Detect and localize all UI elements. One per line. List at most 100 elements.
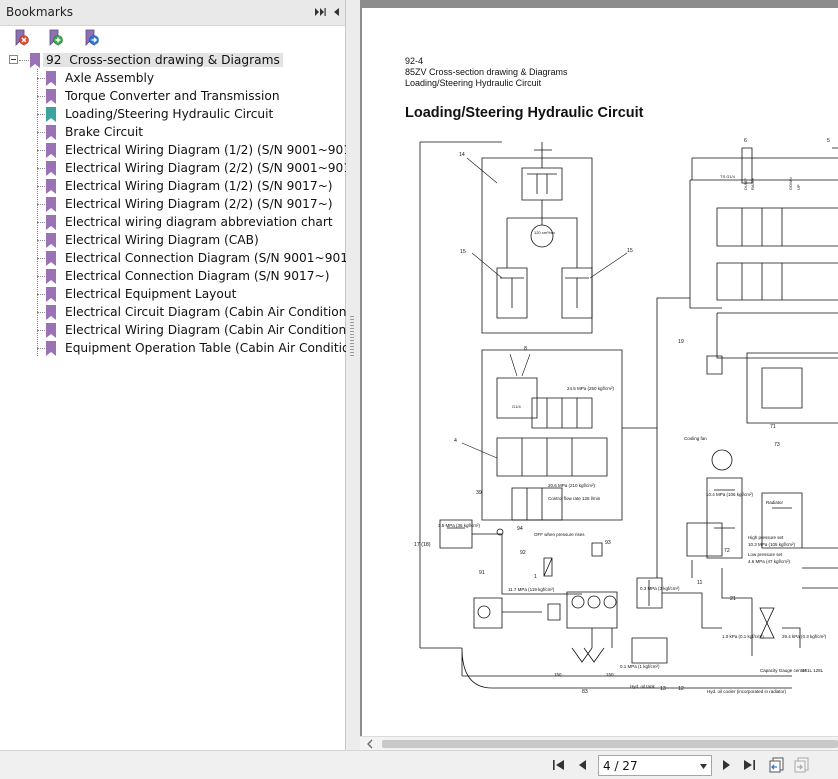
bookmark-icon bbox=[46, 305, 56, 320]
splitter-grip[interactable] bbox=[350, 316, 354, 356]
diagram-label-15b: 15 bbox=[627, 248, 633, 254]
panel-splitter[interactable] bbox=[346, 0, 360, 750]
bookmark-item[interactable]: Brake Circuit bbox=[0, 124, 346, 142]
bookmark-icon bbox=[30, 53, 40, 68]
diagram-label-8: 8 bbox=[524, 346, 527, 352]
expand-panel-icon[interactable] bbox=[314, 6, 326, 18]
document-viewport[interactable]: 92-4 85ZV Cross-section drawing & Diagra… bbox=[360, 0, 838, 736]
bookmark-item-label: Loading/Steering Hydraulic Circuit bbox=[65, 107, 274, 121]
bookmark-item[interactable]: Electrical Connection Diagram (S/N 9017~… bbox=[0, 268, 346, 286]
bookmark-item-label: Electrical wiring diagram abbreviation c… bbox=[65, 215, 333, 229]
page-number-text: 92-4 bbox=[405, 56, 424, 66]
diagram-label-21: 21 bbox=[730, 596, 736, 602]
bookmark-icon bbox=[46, 71, 56, 86]
bookmark-item-label: Electrical Equipment Layout bbox=[65, 287, 237, 301]
bookmark-item[interactable]: Electrical Wiring Diagram (1/2) (S/N 900… bbox=[0, 142, 364, 160]
diagram-label-15a: 15 bbox=[460, 249, 466, 255]
delete-bookmark-icon[interactable] bbox=[12, 29, 30, 47]
bookmark-icon bbox=[46, 287, 56, 302]
bookmark-item[interactable]: Torque Converter and Transmission bbox=[0, 88, 346, 106]
page-number-field[interactable]: 4 / 27 bbox=[603, 759, 638, 773]
next-page-icon[interactable] bbox=[719, 758, 733, 772]
dimension-150b: 150 bbox=[606, 672, 614, 677]
horizontal-scrollbar[interactable] bbox=[360, 736, 838, 750]
bookmark-item[interactable]: Axle Assembly bbox=[0, 70, 346, 88]
bookmark-item[interactable]: Electrical Wiring Diagram (CAB) bbox=[0, 232, 346, 250]
pressure-1-0-kpa: 1.0 kPa (0.1 kgf/cm²) bbox=[722, 634, 764, 639]
bookmark-root-label: Cross-section drawing & Diagrams bbox=[69, 53, 280, 67]
off-pressure-label: OFF when pressure rises bbox=[534, 532, 585, 537]
goto-bookmark-icon[interactable] bbox=[82, 29, 100, 47]
document-page: 92-4 85ZV Cross-section drawing & Diagra… bbox=[362, 8, 838, 736]
diagram-label-91: 91 bbox=[479, 570, 485, 576]
bookmark-item-label: Electrical Wiring Diagram (Cabin Air Con… bbox=[65, 323, 364, 337]
previous-page-icon[interactable] bbox=[576, 758, 590, 772]
bookmark-item[interactable]: Loading/Steering Hydraulic Circuit bbox=[0, 106, 346, 124]
bookmark-item-label: Brake Circuit bbox=[65, 125, 144, 139]
low-pressure-label: Low pressure set bbox=[748, 552, 783, 557]
pump-capacity-label: 120 cm³/rev bbox=[534, 230, 555, 235]
chevron-down-icon[interactable] bbox=[700, 764, 707, 769]
bookmark-item[interactable]: Electrical Wiring Diagram (Cabin Air Con… bbox=[0, 322, 363, 340]
bookmark-item-label: Torque Converter and Transmission bbox=[65, 89, 280, 103]
pressure-4-6: 4.6 MPa (47 kgf/cm²) bbox=[748, 559, 791, 564]
bookmark-item[interactable]: Electrical Circuit Diagram (Cabin Air Co… bbox=[0, 304, 364, 322]
back-view-icon[interactable] bbox=[768, 757, 786, 773]
bookmark-item-label: Electrical Wiring Diagram (2/2) (S/N 901… bbox=[65, 197, 333, 211]
bookmark-icon bbox=[46, 161, 56, 176]
page-selector[interactable]: 4 / 27 bbox=[598, 755, 712, 776]
bookmark-icon bbox=[46, 269, 56, 284]
bookmarks-toolbar bbox=[0, 26, 345, 52]
high-pressure-label: High pressure set bbox=[748, 535, 784, 540]
diagram-label-94: 94 bbox=[517, 526, 523, 532]
bookmark-icon bbox=[46, 233, 56, 248]
diagram-label-83: 83 bbox=[582, 689, 588, 695]
forward-view-icon[interactable] bbox=[793, 757, 811, 773]
diagram-label-11: 11 bbox=[697, 580, 702, 586]
bookmark-item[interactable]: Electrical wiring diagram abbreviation c… bbox=[0, 214, 346, 232]
bookmark-item[interactable]: Electrical Wiring Diagram (2/2) (S/N 901… bbox=[0, 196, 346, 214]
bookmarks-panel: Bookmarks bbox=[0, 0, 374, 750]
diagram-label-93: 93 bbox=[605, 540, 611, 546]
bookmark-icon bbox=[46, 251, 56, 266]
bookmark-root[interactable]: 92 Cross-section drawing & Diagrams bbox=[0, 52, 346, 70]
collapse-panel-icon[interactable] bbox=[331, 6, 341, 18]
bookmark-item-label: Electrical Wiring Diagram (CAB) bbox=[65, 233, 259, 247]
first-page-icon[interactable] bbox=[552, 758, 566, 772]
up-label: UP bbox=[796, 184, 801, 190]
page-navigation-bar: 4 / 27 bbox=[0, 750, 838, 779]
add-bookmark-icon[interactable] bbox=[46, 29, 64, 47]
bookmark-root-number: 92 bbox=[46, 53, 62, 67]
diagram-label-72: 72 bbox=[724, 548, 730, 554]
page-heading: Loading/Steering Hydraulic Circuit bbox=[405, 105, 644, 121]
scroll-left-icon[interactable] bbox=[366, 739, 374, 749]
dump-label: DUMP bbox=[743, 178, 748, 190]
pressure-10-4: 10.4 MPa (106 kgf/cm²) bbox=[706, 492, 754, 497]
oil-cooler-label: Hyd. oil cooler (incorporated in radiato… bbox=[707, 689, 787, 694]
page-subtitle: 85ZV Cross-section drawing & Diagrams bbox=[405, 67, 568, 77]
bookmark-item[interactable]: Equipment Operation Table (Cabin Air Con… bbox=[0, 340, 374, 358]
bookmark-icon bbox=[46, 323, 56, 338]
diagram-label-1: 1 bbox=[534, 574, 537, 580]
bookmarks-header: Bookmarks bbox=[0, 0, 345, 26]
pressure-29-4-kpa: 29.4 kPa (0.3 kgf/cm²) bbox=[782, 634, 827, 639]
bookmark-item[interactable]: Electrical Wiring Diagram (2/2) (S/N 900… bbox=[0, 160, 364, 178]
bookmarks-title: Bookmarks bbox=[6, 5, 74, 19]
bookmark-item[interactable]: Electrical Connection Diagram (S/N 9001~… bbox=[0, 250, 361, 268]
bookmark-item-label: Electrical Wiring Diagram (2/2) (S/N 900… bbox=[65, 161, 364, 175]
cooling-fan-label: Cooling fan bbox=[684, 436, 707, 441]
last-page-icon[interactable] bbox=[742, 758, 756, 772]
bookmark-item[interactable]: Electrical Wiring Diagram (1/2) (S/N 901… bbox=[0, 178, 346, 196]
bookmark-item[interactable]: Electrical Equipment Layout bbox=[0, 286, 346, 304]
capacity-label: Capacity Gauge center bbox=[760, 668, 807, 673]
scroll-thumb[interactable] bbox=[382, 740, 838, 748]
down-label: DOWN bbox=[788, 177, 793, 190]
bookmark-item-label: Electrical Connection Diagram (S/N 9001~… bbox=[65, 251, 361, 265]
relief-pressure-1: 24.5 MPa (250 kgf/cm²) bbox=[567, 386, 615, 391]
diagram-label-13: 13 bbox=[660, 686, 666, 692]
bookmark-item-label: Electrical Wiring Diagram (1/2) (S/N 900… bbox=[65, 143, 364, 157]
bookmark-icon bbox=[46, 143, 56, 158]
pressure-3-5: 3.5 MPa (36 kgf/cm²) bbox=[438, 523, 481, 528]
collapse-toggle-icon[interactable] bbox=[9, 55, 18, 64]
bookmark-item-label: Electrical Wiring Diagram (1/2) (S/N 901… bbox=[65, 179, 333, 193]
